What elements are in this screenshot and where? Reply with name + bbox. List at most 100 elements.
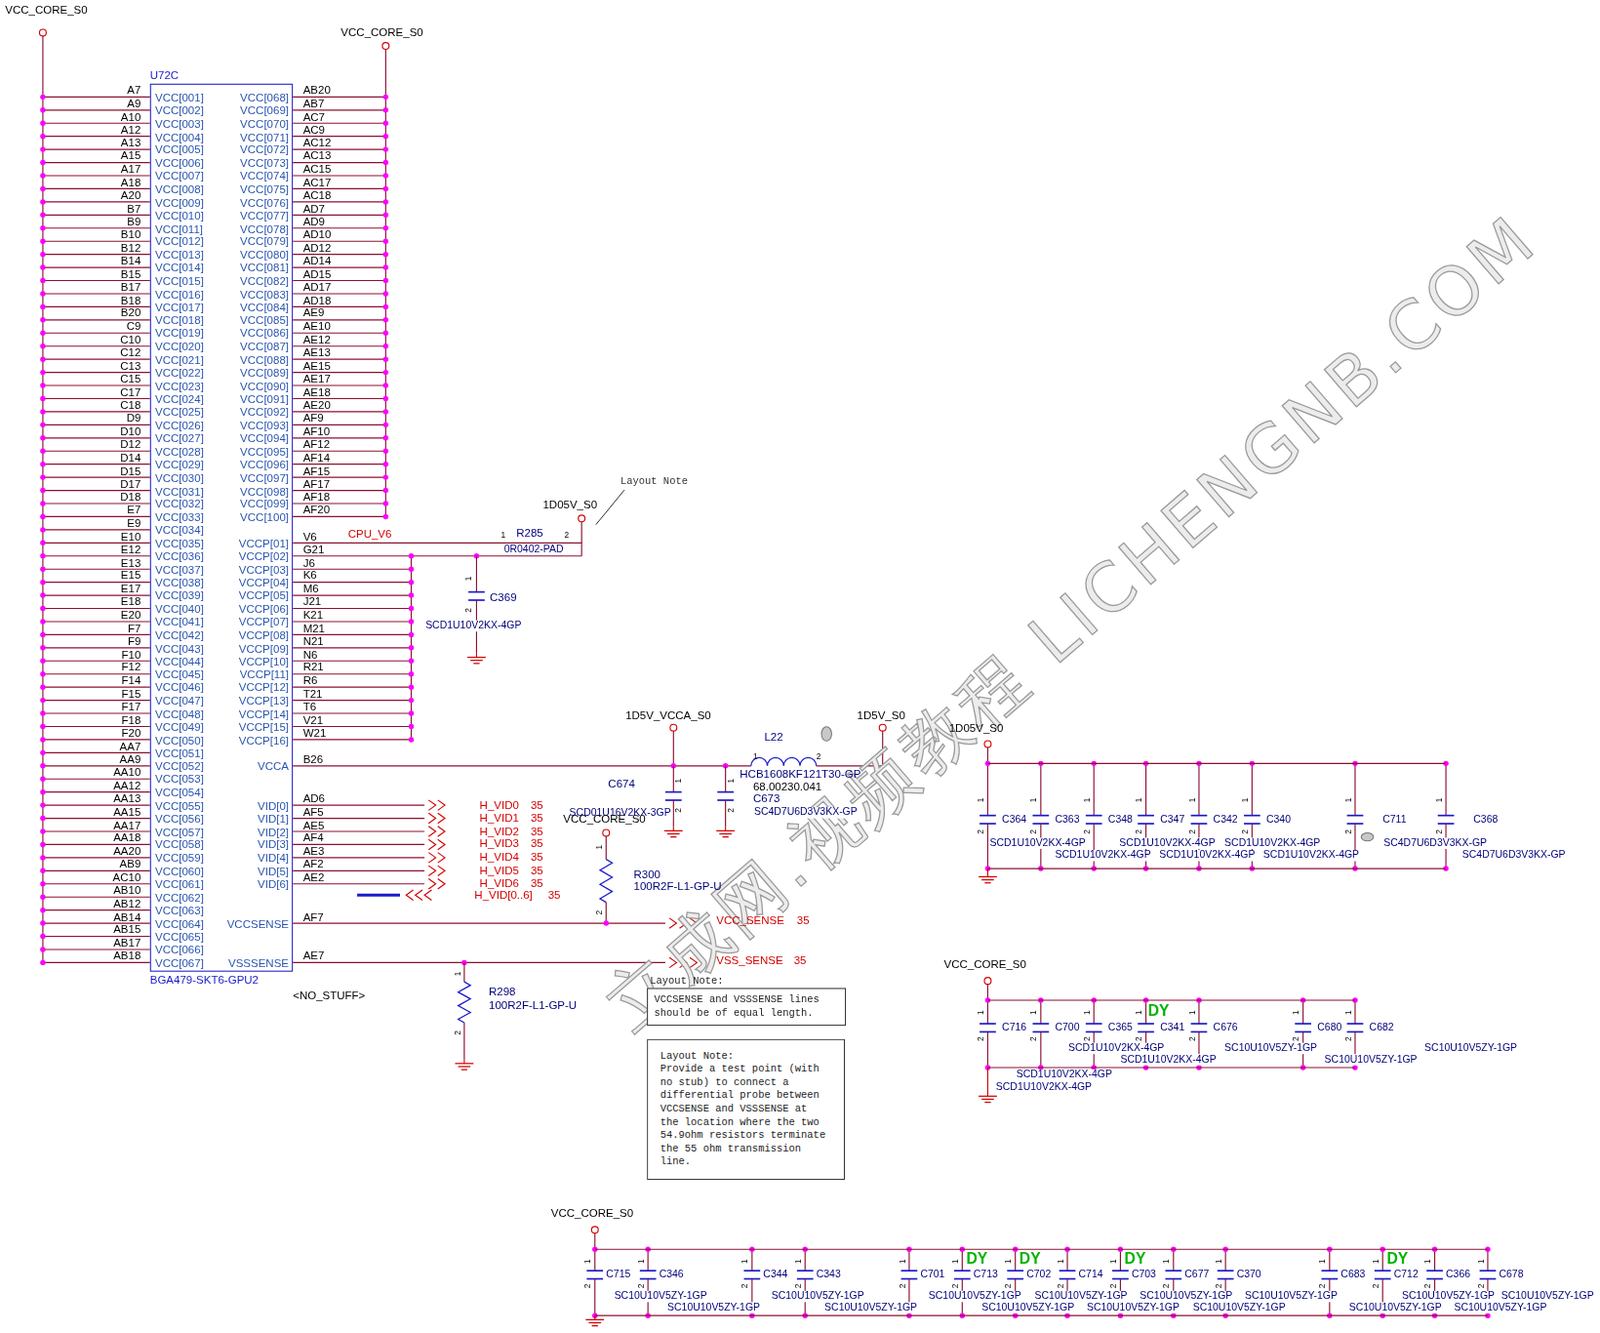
pin-number: AE18 bbox=[303, 386, 331, 399]
pin-name: VCC[050] bbox=[155, 734, 204, 747]
pin-number: AC10 bbox=[113, 871, 142, 883]
wire bbox=[595, 1315, 1488, 1317]
pin-name: VCC[012] bbox=[155, 236, 204, 248]
pin-name: VCC[085] bbox=[240, 315, 289, 327]
pin-number: AB9 bbox=[120, 858, 142, 871]
part-value: SC10U10V5ZY-1GP bbox=[1034, 1290, 1129, 1302]
junction-dot bbox=[40, 697, 45, 703]
pin-number: B7 bbox=[126, 202, 141, 215]
pin-number: C18 bbox=[120, 400, 141, 412]
junction-dot bbox=[383, 514, 389, 520]
power-port bbox=[879, 723, 886, 731]
junction-dot bbox=[408, 579, 414, 585]
pin-number: 2 bbox=[1188, 829, 1198, 835]
pin-number: E13 bbox=[120, 557, 141, 569]
junction-dot bbox=[383, 461, 389, 467]
ground-symbol bbox=[461, 1068, 468, 1070]
part-ref: 100R2F-L1-GP-U bbox=[634, 880, 722, 893]
ground-symbol bbox=[670, 836, 677, 838]
part-ref: C676 bbox=[1213, 1022, 1239, 1034]
pin-number: 2 bbox=[1083, 1036, 1093, 1041]
part-value: 0R0402-PAD bbox=[503, 543, 565, 555]
pin-number: N6 bbox=[303, 648, 319, 661]
variant-tag: DY bbox=[964, 1249, 989, 1266]
pin-number: AB15 bbox=[113, 923, 141, 936]
part-ref: C713 bbox=[973, 1269, 999, 1280]
pin-name: VID[6] bbox=[257, 879, 289, 891]
pin-number: G21 bbox=[303, 543, 325, 556]
heading: Layout Note: bbox=[660, 1048, 833, 1063]
pin-name: VCC[048] bbox=[155, 708, 204, 720]
pin-number: E18 bbox=[120, 596, 141, 608]
offpage-connector bbox=[428, 826, 436, 837]
junction-dot bbox=[408, 671, 414, 677]
net-label: 1D05V_S0 bbox=[542, 499, 598, 512]
pin-number: K6 bbox=[303, 569, 318, 582]
pin-number: 1 bbox=[795, 1258, 804, 1264]
pin-number: C17 bbox=[120, 386, 141, 399]
junction-dot bbox=[40, 750, 45, 756]
wire bbox=[1434, 1248, 1436, 1271]
wire bbox=[1040, 1000, 1041, 1024]
pin-name: VCC[055] bbox=[155, 800, 204, 812]
pin-number: A7 bbox=[126, 84, 141, 97]
wire bbox=[1172, 1248, 1174, 1271]
part-value: SC10U10V5ZY-1GP bbox=[1400, 1290, 1496, 1302]
wire bbox=[1066, 1248, 1068, 1271]
wire bbox=[1225, 1248, 1227, 1271]
pin-name: VCC[094] bbox=[240, 433, 289, 445]
junction-dot bbox=[40, 683, 45, 689]
offpage-connector bbox=[438, 826, 445, 837]
pin-name: VCC[043] bbox=[155, 642, 204, 655]
wire bbox=[961, 1248, 963, 1271]
junction-dot bbox=[383, 435, 389, 440]
pin-number: 2 bbox=[1424, 1283, 1434, 1289]
variant-tag: DY bbox=[1123, 1249, 1148, 1266]
part-ref: C680 bbox=[1317, 1022, 1342, 1034]
junction-dot bbox=[383, 474, 389, 480]
pin-name: VCC[006] bbox=[155, 158, 204, 170]
junction-dot bbox=[383, 304, 389, 310]
pin-name: VCC[047] bbox=[155, 695, 204, 708]
note-label: Layout Note bbox=[620, 476, 688, 487]
ground-symbol bbox=[981, 879, 995, 880]
pin-name: VCCP[14] bbox=[239, 708, 289, 720]
pin-name: VCC[022] bbox=[155, 367, 204, 380]
capacitor-symbol bbox=[1059, 1269, 1077, 1272]
ground-symbol bbox=[592, 1324, 599, 1326]
pin-name: VCC[083] bbox=[240, 288, 289, 301]
pin-number: 1 bbox=[952, 1258, 961, 1264]
part-ref: C678 bbox=[1498, 1269, 1523, 1280]
junction-dot bbox=[40, 94, 45, 100]
part-ref: R300 bbox=[634, 868, 662, 880]
signal-label: 35 bbox=[530, 825, 544, 838]
pin-number: 2 bbox=[1344, 1036, 1354, 1041]
part-value: SCD1U10V2KX-4GP bbox=[988, 837, 1086, 848]
pin-name: VCC[053] bbox=[155, 773, 204, 786]
wire bbox=[476, 556, 478, 593]
pin-name: VCC[004] bbox=[155, 131, 204, 144]
pin-number: D10 bbox=[120, 425, 141, 438]
offpage-connector bbox=[428, 879, 436, 889]
ground-symbol bbox=[719, 833, 732, 835]
junction-dot bbox=[40, 946, 45, 952]
pin-number: A17 bbox=[120, 163, 141, 176]
pin-name: VCC[061] bbox=[155, 879, 204, 891]
wire bbox=[908, 1248, 910, 1271]
pin-number: 2 bbox=[1135, 829, 1145, 835]
inductor-symbol bbox=[751, 757, 817, 765]
wire bbox=[1251, 762, 1253, 815]
pin-number: AB7 bbox=[303, 97, 325, 110]
part-ref: C370 bbox=[1237, 1269, 1262, 1280]
pin-number: 2 bbox=[637, 1283, 646, 1289]
pin-name: VCC[037] bbox=[155, 563, 204, 576]
pin-number: F10 bbox=[120, 648, 141, 661]
pin-number: 1 bbox=[1083, 798, 1093, 803]
pin-number: 1 bbox=[1162, 1258, 1172, 1264]
pin-number: 2 bbox=[1056, 1283, 1066, 1289]
junction-dot bbox=[383, 343, 389, 349]
pin-name: VCC[040] bbox=[155, 603, 204, 616]
ground-symbol bbox=[454, 1062, 474, 1064]
pin-number: A10 bbox=[120, 111, 141, 123]
